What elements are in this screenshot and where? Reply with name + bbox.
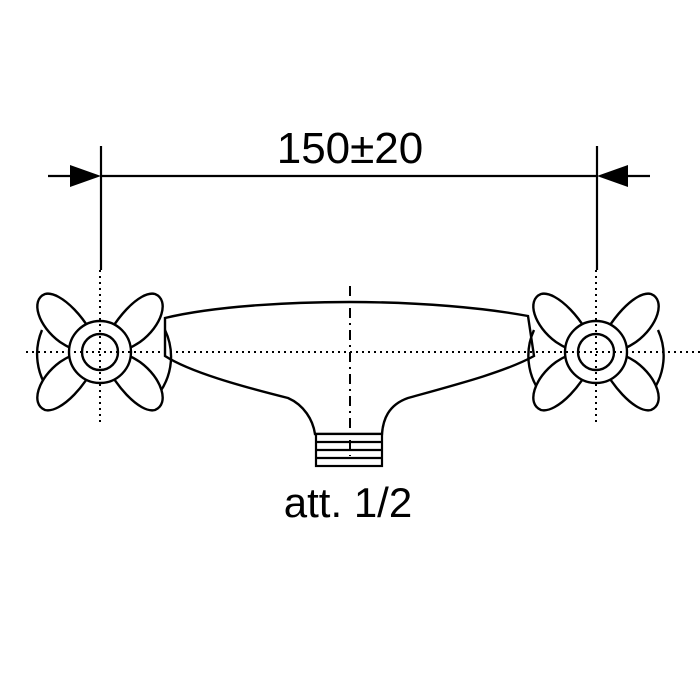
arrowhead-left	[70, 165, 101, 187]
dimension-group	[48, 146, 650, 270]
dimension-label: 150±20	[277, 124, 424, 173]
right-handle	[527, 292, 665, 412]
center-lines	[26, 270, 700, 456]
arrowhead-right	[597, 165, 628, 187]
connection-label: att. 1/2	[284, 479, 412, 526]
